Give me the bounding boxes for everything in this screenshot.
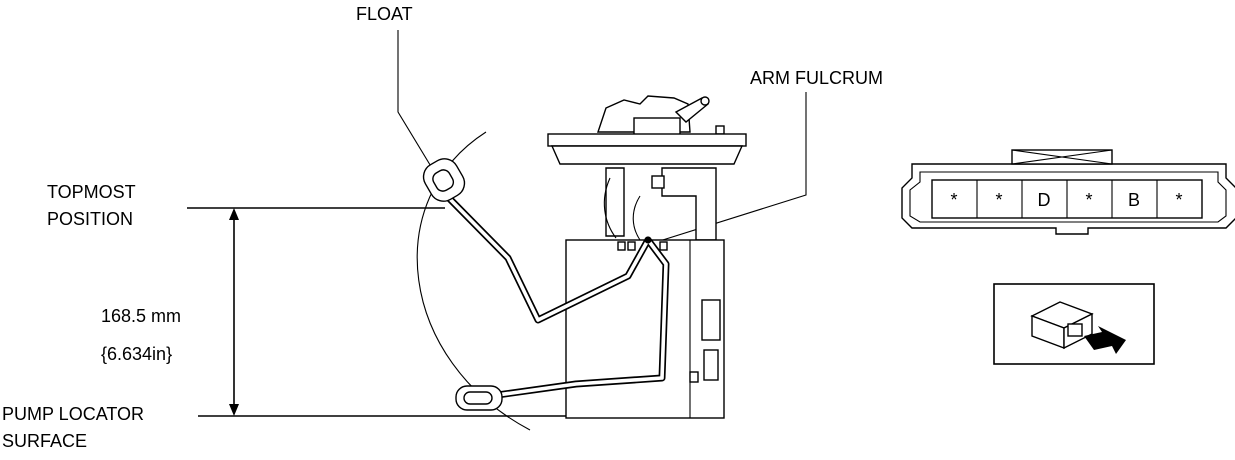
pump-locator-surface-label-line2: SURFACE <box>2 431 87 451</box>
connector-pin-2: * <box>995 190 1002 210</box>
dimension-mm-label: 168.5 mm <box>101 306 181 326</box>
dimension-inch-label: {6.634in} <box>101 344 172 364</box>
connector-face: * * D * B * <box>901 149 1235 235</box>
dimension-arrow <box>229 208 239 416</box>
connector-pin-4: * <box>1085 190 1092 210</box>
connector-pin-5: B <box>1128 190 1140 210</box>
fuel-pump-assembly <box>547 95 747 419</box>
float-label: FLOAT <box>356 4 413 24</box>
connector-with-arrow-icon <box>993 283 1155 365</box>
arm-fulcrum-point <box>644 236 652 244</box>
arm-fulcrum-label: ARM FULCRUM <box>750 68 883 88</box>
topmost-position-label-line2: POSITION <box>47 209 133 229</box>
pump-locator-surface-label-line1: PUMP LOCATOR <box>2 404 144 424</box>
connector-pin-1: * <box>950 190 957 210</box>
connector-pin-6: * <box>1175 190 1182 210</box>
float-arm <box>439 188 670 402</box>
float-topmost <box>422 158 466 202</box>
float-lowest <box>455 385 503 411</box>
connector-pin-3: D <box>1038 190 1051 210</box>
topmost-position-label-line1: TOPMOST <box>47 182 136 202</box>
